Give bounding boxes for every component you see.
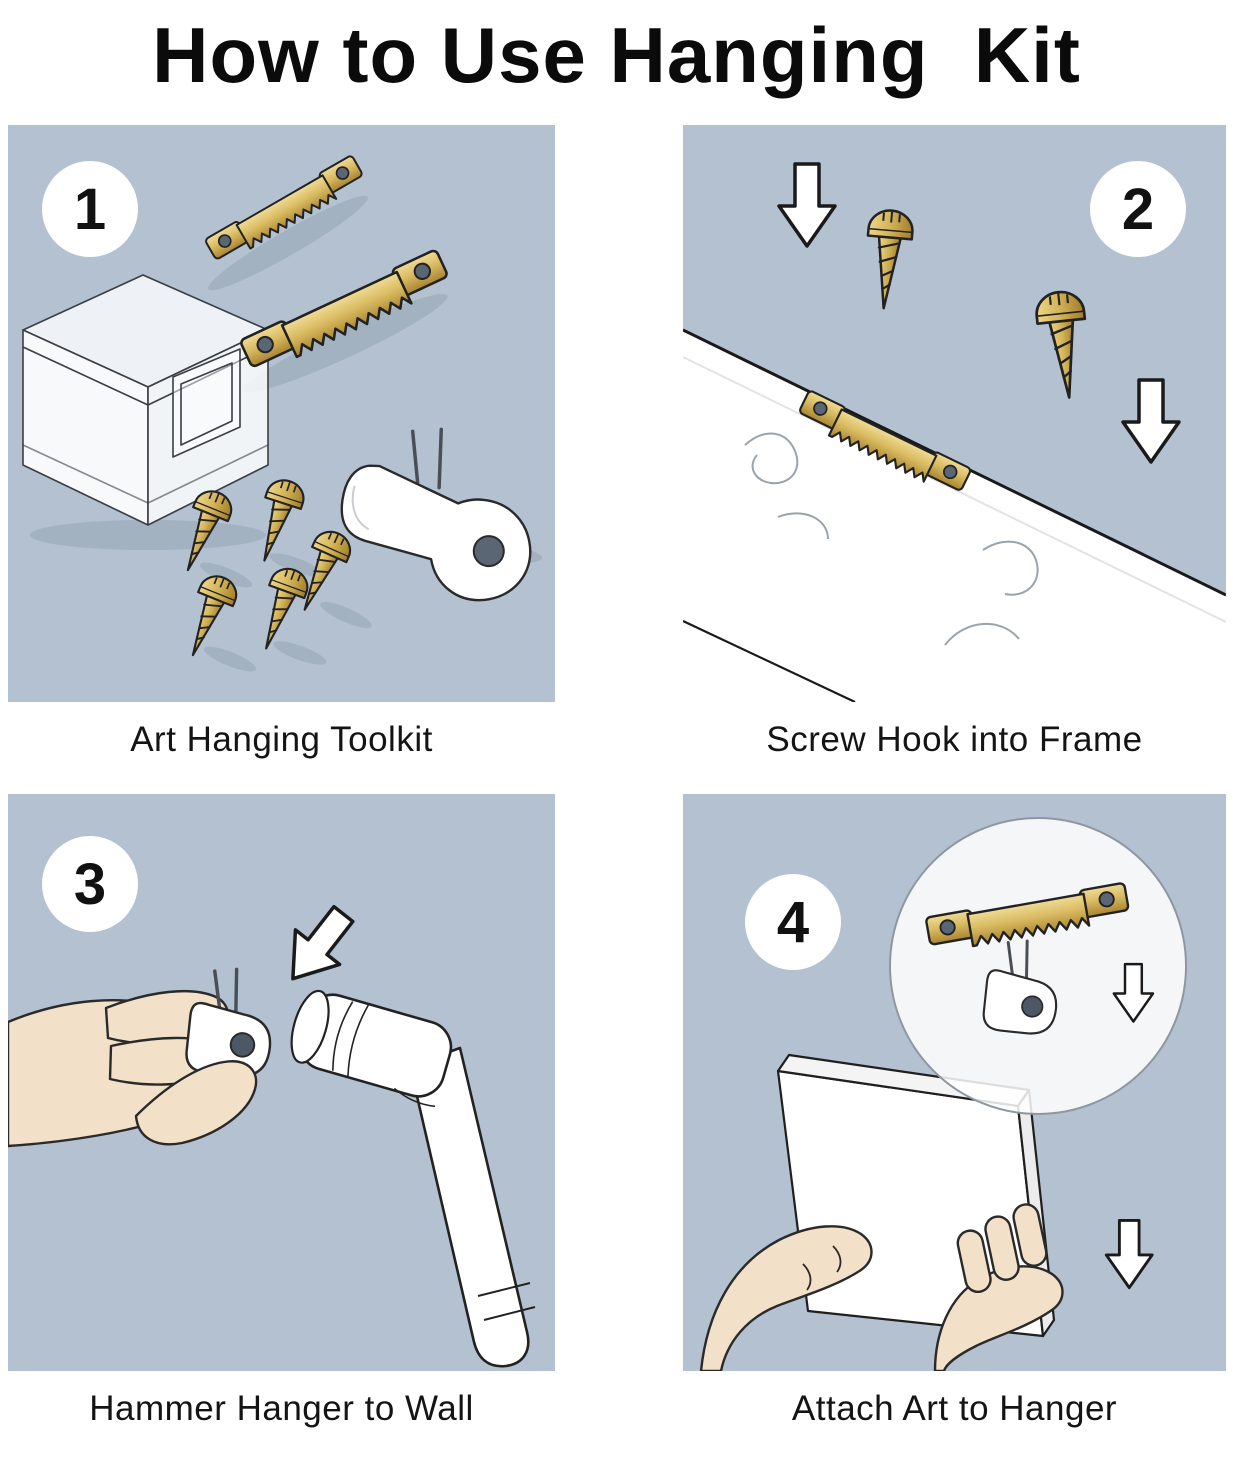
step-3-panel: 3 — [8, 794, 555, 1371]
step-1-caption: Art Hanging Toolkit — [130, 720, 433, 759]
down-arrow-icon — [269, 895, 368, 998]
screw-icon — [1033, 288, 1095, 402]
step-3-illustration — [8, 895, 536, 1368]
screw-icon — [245, 474, 309, 568]
down-arrow-icon — [1121, 378, 1181, 464]
step-2-illustration — [683, 162, 1226, 702]
step-number: 4 — [776, 889, 810, 955]
hand-icon — [699, 1203, 1064, 1371]
step-1: 1 Art Hanging Toolkit — [8, 125, 555, 760]
down-arrow-icon — [1104, 1219, 1154, 1290]
thumb — [134, 1060, 258, 1146]
step-number-badge: 4 — [745, 874, 841, 970]
hammer-icon — [290, 989, 536, 1368]
step-2-panel: 2 — [683, 125, 1226, 702]
step-1-panel: 1 — [8, 125, 555, 702]
step-number: 3 — [73, 851, 107, 917]
down-arrow-icon — [777, 162, 837, 248]
clear-box-icon — [22, 274, 269, 526]
step-number: 2 — [1121, 176, 1155, 242]
screw-icon — [247, 562, 314, 656]
step-number: 1 — [73, 176, 107, 242]
plastic-hook-icon — [340, 427, 532, 602]
step-3: 3 Hammer Hanger to Wall — [8, 794, 555, 1429]
step-number-badge: 1 — [42, 161, 138, 257]
screw-icon — [860, 207, 916, 312]
steps-grid: 1 Art Hanging Toolkit — [0, 125, 1233, 1463]
step-number-badge: 3 — [42, 836, 138, 932]
magnifier-circle — [889, 817, 1187, 1115]
step-4-panel: 4 — [683, 794, 1226, 1371]
step-2-caption: Screw Hook into Frame — [766, 720, 1143, 759]
step-4-caption: Attach Art to Hanger — [791, 1389, 1118, 1428]
step-3-caption: Hammer Hanger to Wall — [89, 1389, 474, 1428]
step-4: 4 Attach Art to Hanger — [683, 794, 1226, 1429]
step-number-badge: 2 — [1090, 161, 1186, 257]
step-2: 2 Screw Hook into Frame — [683, 125, 1226, 760]
step-4-illustration — [699, 817, 1187, 1371]
page-title: How to Use Hanging Kit — [152, 11, 1081, 99]
step-1-illustration — [22, 153, 543, 672]
